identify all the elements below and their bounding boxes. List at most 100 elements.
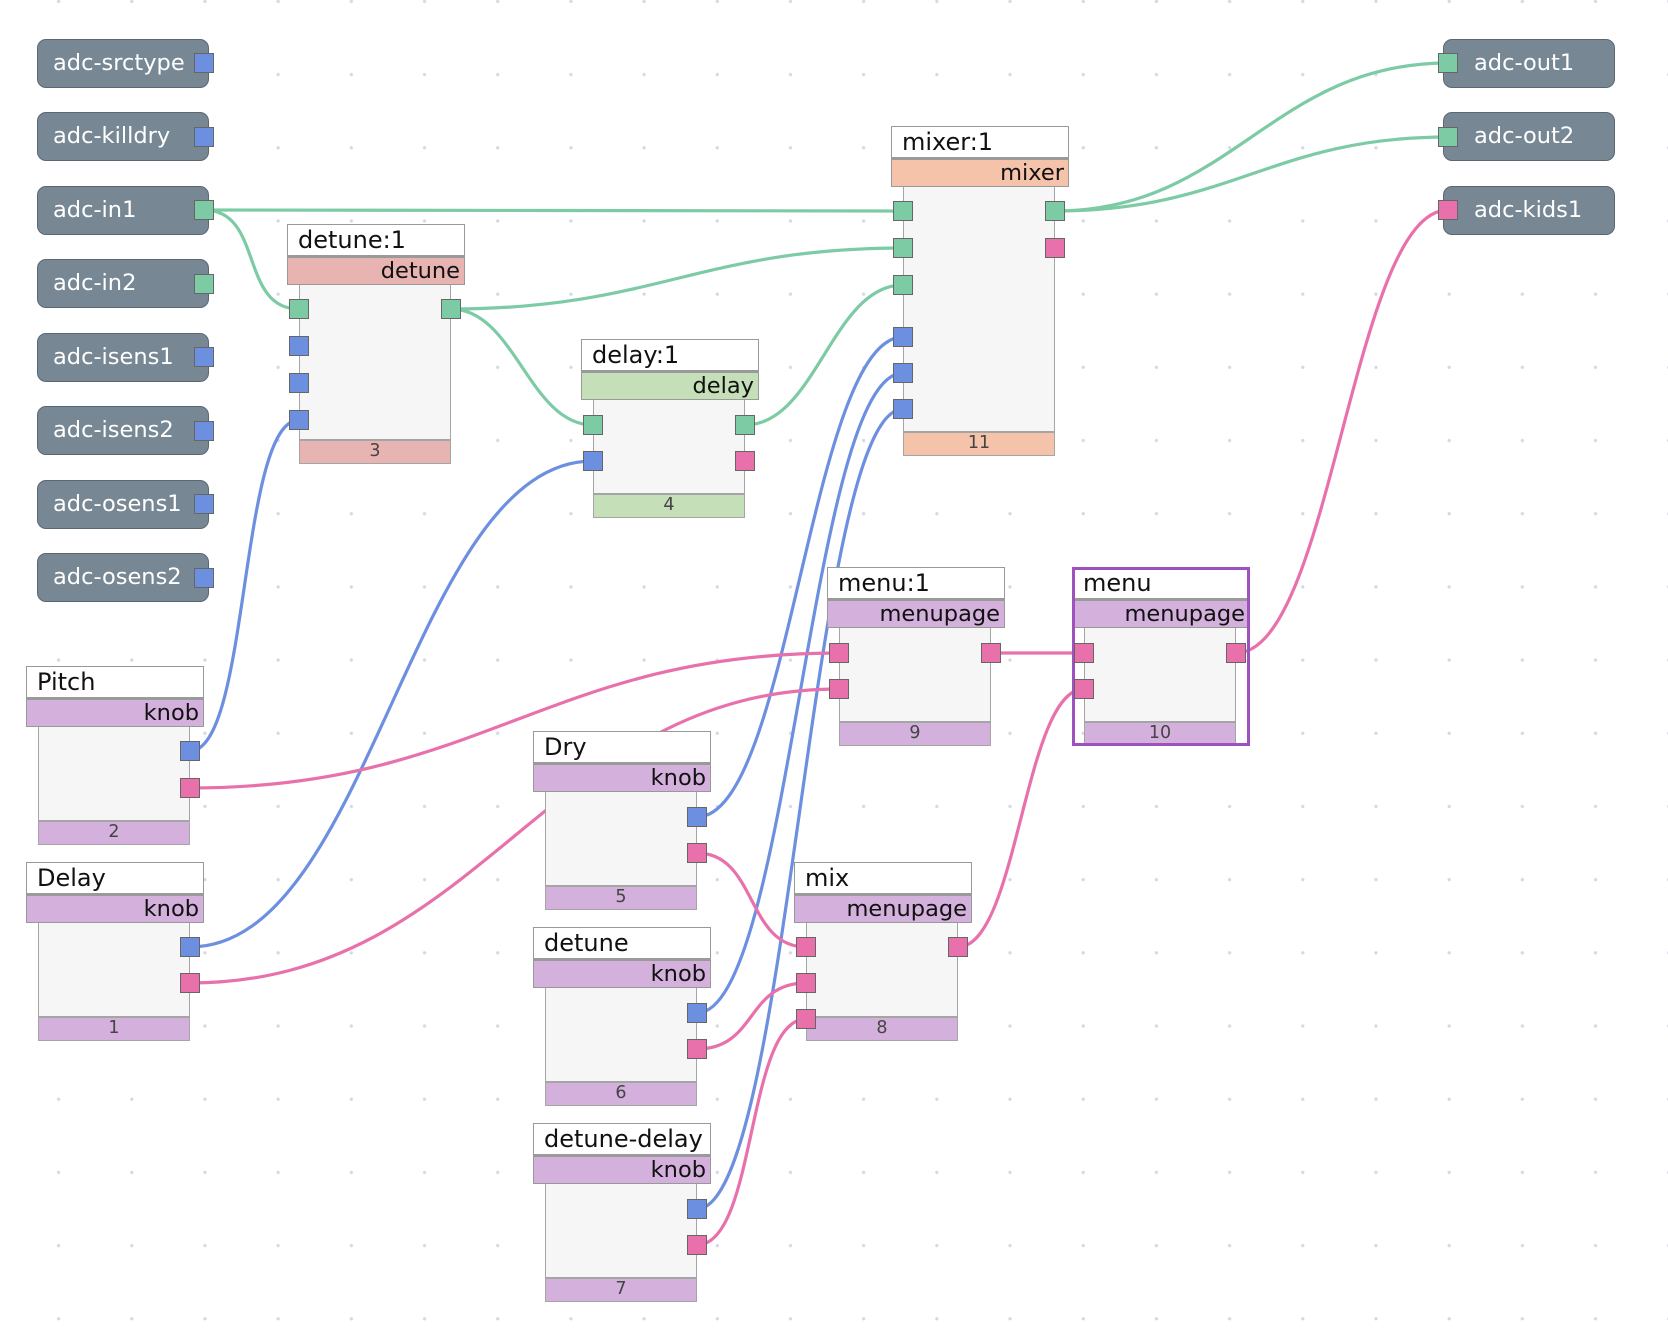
adc-out2-port[interactable]	[1438, 127, 1458, 147]
wire-menu[interactable]	[696, 1017, 807, 1247]
io-adc-out1[interactable]: adc-out1	[1443, 39, 1615, 88]
mix-input-port-3[interactable]	[796, 1009, 816, 1029]
module-title: detune-delay	[533, 1123, 711, 1155]
detuneknob-output-port-2[interactable]	[687, 1039, 707, 1059]
delay1-input-port-2[interactable]	[583, 451, 603, 471]
delayknob-output-port-2[interactable]	[180, 973, 200, 993]
wire-audio[interactable]	[203, 208, 300, 311]
detunedelay-output-port-2[interactable]	[687, 1235, 707, 1255]
io-adc-killdry[interactable]: adc-killdry	[37, 112, 209, 161]
delayknob-output-port-1[interactable]	[180, 937, 200, 957]
wire-menu[interactable]	[696, 981, 807, 1051]
module-body	[38, 727, 190, 821]
module-body	[545, 988, 697, 1082]
adc-in2-port[interactable]	[194, 274, 214, 294]
mix-input-port-2[interactable]	[796, 973, 816, 993]
io-adc-in1[interactable]: adc-in1	[37, 186, 209, 235]
adc-isens2-port[interactable]	[194, 421, 214, 441]
io-adc-srctype[interactable]: adc-srctype	[37, 39, 209, 88]
adc-osens1-port[interactable]	[194, 494, 214, 514]
module-type: menupage	[1072, 598, 1250, 628]
io-adc-in2[interactable]: adc-in2	[37, 259, 209, 308]
wire-control[interactable]	[696, 371, 904, 1015]
menu-input-port-1[interactable]	[1074, 643, 1094, 663]
delay1-output-port-2[interactable]	[735, 451, 755, 471]
wire-audio[interactable]	[203, 208, 904, 213]
io-adc-isens2[interactable]: adc-isens2	[37, 406, 209, 455]
delay1-output-port-1[interactable]	[735, 415, 755, 435]
module-number: 4	[593, 494, 745, 518]
wire-control[interactable]	[696, 335, 904, 819]
module-type: menupage	[794, 893, 972, 923]
module-title: mixer:1	[891, 126, 1069, 158]
wire-menu[interactable]	[1235, 208, 1449, 655]
wire-audio[interactable]	[1054, 61, 1449, 213]
wire-audio[interactable]	[450, 307, 594, 427]
module-type: delay	[581, 370, 759, 400]
module-number: 2	[38, 821, 190, 845]
io-adc-isens1[interactable]: adc-isens1	[37, 333, 209, 382]
io-adc-out2[interactable]: adc-out2	[1443, 112, 1615, 161]
detune1-input-port-2[interactable]	[289, 336, 309, 356]
wire-menu[interactable]	[957, 687, 1085, 949]
pitch-output-port-2[interactable]	[180, 778, 200, 798]
wire-audio[interactable]	[450, 246, 904, 311]
mixer1-input-port-5[interactable]	[893, 363, 913, 383]
wire-control[interactable]	[189, 418, 300, 753]
detune1-output-port-1[interactable]	[441, 299, 461, 319]
mixer1-input-port-3[interactable]	[893, 275, 913, 295]
wire-audio[interactable]	[744, 283, 904, 427]
wire-menu[interactable]	[189, 651, 840, 790]
wire-menu[interactable]	[189, 687, 840, 985]
detuneknob-output-port-1[interactable]	[687, 1003, 707, 1023]
wire-menu[interactable]	[696, 851, 807, 949]
delay1-input-port-1[interactable]	[583, 415, 603, 435]
menu-output-port-1[interactable]	[1226, 643, 1246, 663]
adc-out1-port[interactable]	[1438, 53, 1458, 73]
mixer1-input-port-2[interactable]	[893, 238, 913, 258]
adc-in1-port[interactable]	[194, 200, 214, 220]
detunedelay-output-port-1[interactable]	[687, 1199, 707, 1219]
dry-output-port-2[interactable]	[687, 843, 707, 863]
io-adc-osens2[interactable]: adc-osens2	[37, 553, 209, 602]
wire-control[interactable]	[189, 459, 594, 949]
module-number: 11	[903, 432, 1055, 456]
adc-isens1-port[interactable]	[194, 347, 214, 367]
adc-kids1-port[interactable]	[1438, 200, 1458, 220]
module-number: 7	[545, 1278, 697, 1302]
detune1-input-port-3[interactable]	[289, 373, 309, 393]
module-title: detune:1	[287, 224, 465, 256]
module-number: 3	[299, 440, 451, 464]
io-adc-kids1[interactable]: adc-kids1	[1443, 186, 1615, 235]
menu1-input-port-2[interactable]	[829, 679, 849, 699]
dry-output-port-1[interactable]	[687, 807, 707, 827]
menu-input-port-2[interactable]	[1074, 679, 1094, 699]
wire-audio[interactable]	[1054, 135, 1449, 213]
adc-killdry-port[interactable]	[194, 127, 214, 147]
adc-srctype-port[interactable]	[194, 53, 214, 73]
module-number: 5	[545, 886, 697, 910]
module-title: delay:1	[581, 339, 759, 371]
mixer1-input-port-6[interactable]	[893, 399, 913, 419]
menu1-output-port-1[interactable]	[981, 643, 1001, 663]
module-type: menupage	[827, 598, 1005, 628]
module-type: knob	[533, 958, 711, 988]
detune1-input-port-4[interactable]	[289, 410, 309, 430]
mixer1-output-port-1[interactable]	[1045, 201, 1065, 221]
mixer1-output-port-2[interactable]	[1045, 238, 1065, 258]
detune1-input-port-1[interactable]	[289, 299, 309, 319]
module-title: mix	[794, 862, 972, 894]
module-type: knob	[26, 893, 204, 923]
mixer1-input-port-1[interactable]	[893, 201, 913, 221]
adc-osens2-port[interactable]	[194, 568, 214, 588]
module-body	[1084, 628, 1236, 722]
mixer1-input-port-4[interactable]	[893, 327, 913, 347]
wire-control[interactable]	[696, 407, 904, 1211]
pitch-output-port-1[interactable]	[180, 741, 200, 761]
module-number: 9	[839, 722, 991, 746]
io-adc-osens1[interactable]: adc-osens1	[37, 480, 209, 529]
menu1-input-port-1[interactable]	[829, 643, 849, 663]
mix-output-port-1[interactable]	[948, 937, 968, 957]
mix-input-port-1[interactable]	[796, 937, 816, 957]
